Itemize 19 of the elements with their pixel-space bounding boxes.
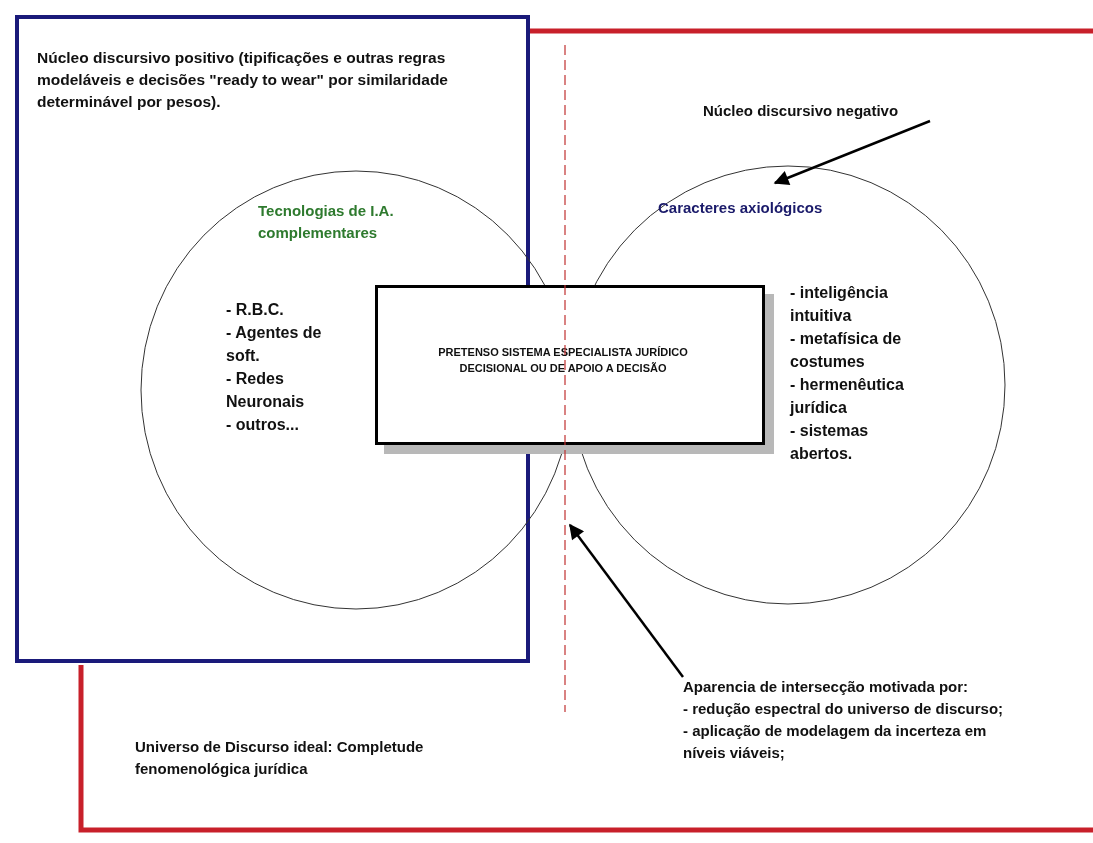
heading-text: Núcleo discursivo positivo (tipificações e outras regras modeláveis e decisões "ready to wear" por similaridade determinável por pesos). bbox=[37, 48, 449, 112]
circle-title: Caracteres axiológicos bbox=[658, 198, 824, 218]
frame-label: Universo de Discurso ideal: Completude fenomenológica jurídica bbox=[135, 737, 425, 779]
list-item: - hermenêutica jurídica bbox=[790, 375, 905, 418]
list-item: - R.B.C. bbox=[226, 300, 285, 320]
list-item: - metafísica de costumes bbox=[790, 329, 903, 372]
annotation-text: - redução espectral do universo de discurso; bbox=[683, 699, 1005, 719]
list-item: - outros... bbox=[226, 415, 300, 435]
box-text: PRETENSO SISTEMA ESPECIALISTA JURÍDICO DECISIONAL OU DE APOIO A DECISÃO bbox=[437, 345, 689, 376]
arrow bbox=[773, 119, 931, 185]
list-item: - Agentes de soft. bbox=[226, 323, 323, 366]
arrow bbox=[569, 523, 684, 678]
list-item: - inteligência intuitiva bbox=[790, 283, 889, 326]
circle-title: Tecnologias de I.A. complementares bbox=[258, 201, 395, 243]
annotation-text: - aplicação de modelagem da incerteza em níveis viáveis; bbox=[683, 721, 988, 763]
annotation-text: Núcleo discursivo negativo bbox=[703, 101, 900, 121]
list-item: - sistemas abertos. bbox=[790, 421, 870, 464]
list-item: - Redes Neuronais bbox=[226, 369, 306, 412]
annotation-text: Aparencia de intersecção motivada por: bbox=[683, 677, 970, 697]
